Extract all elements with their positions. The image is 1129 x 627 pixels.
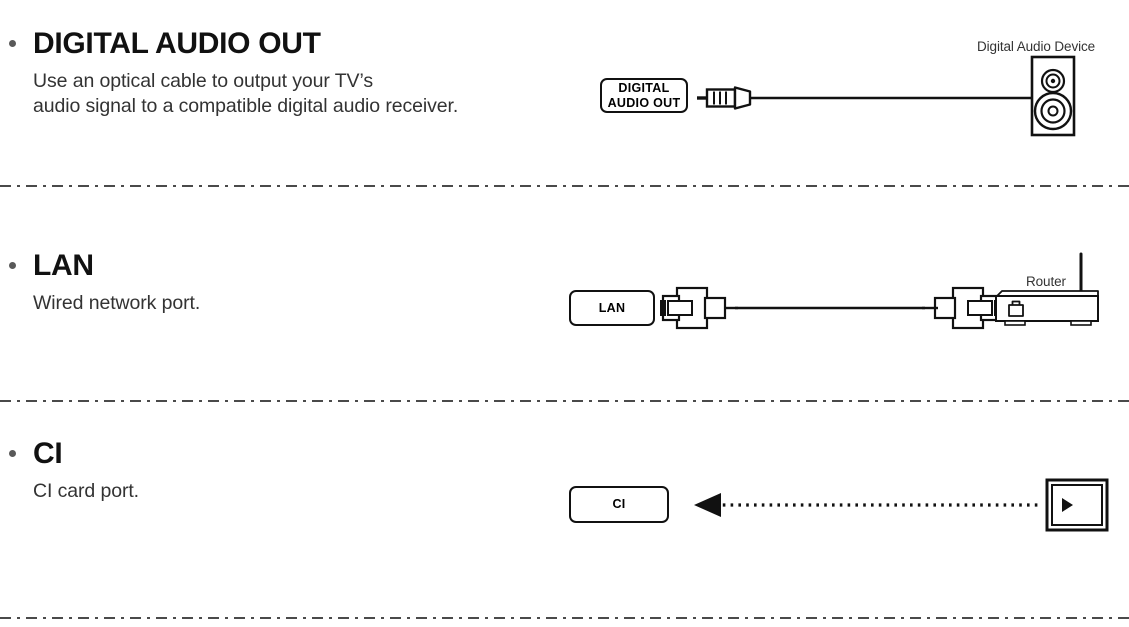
speaker-icon (1030, 55, 1076, 137)
device-label-digital-audio-device: Digital Audio Device (977, 39, 1095, 54)
digital-audio-out-diagram: DIGITAL AUDIO OUT Digital Audio Device (560, 28, 1129, 178)
digital-audio-out-description: Use an optical cable to output your TV’s… (33, 69, 580, 121)
lan-heading-row: LAN (0, 250, 580, 282)
description-line-2: audio signal to a compatible digital aud… (33, 95, 459, 118)
device-label-text: Router (1026, 274, 1066, 289)
port-box-label: DIGITAL AUDIO OUT (607, 80, 681, 110)
port-box-label: CI (612, 497, 626, 512)
digital-audio-out-heading-row: DIGITAL AUDIO OUT (0, 28, 580, 60)
bullet-icon (9, 40, 16, 48)
lan-cable-icon (660, 286, 1000, 330)
bullet-icon (9, 262, 16, 270)
separator-after-lan (0, 399, 1129, 402)
section-lan: LAN Wired network port. LAN Router (0, 250, 1129, 370)
lan-text-column: LAN Wired network port. (0, 250, 580, 316)
ci-diagram: CI (560, 438, 1129, 568)
page-title-digital-audio-out: DIGITAL AUDIO OUT (33, 27, 321, 60)
digital-audio-out-text-column: DIGITAL AUDIO OUT Use an optical cable t… (0, 28, 580, 120)
separator-after-digital-audio-out (0, 184, 1129, 187)
lan-description: Wired network port. (33, 291, 580, 317)
optical-cable-icon (697, 86, 1039, 110)
description-line-1: Wired network port. (33, 291, 201, 314)
lan-diagram: LAN Router (560, 250, 1129, 370)
description-line-1: Use an optical cable to output your TV’s (33, 69, 373, 92)
ci-card-icon (1045, 478, 1109, 532)
page-title-ci: CI (33, 437, 63, 470)
ci-heading-row: CI (0, 438, 580, 470)
device-label-router: Router (1026, 274, 1066, 289)
page-title-lan: LAN (33, 249, 94, 282)
device-label-text: Digital Audio Device (977, 39, 1096, 54)
router-icon (995, 252, 1099, 326)
port-box-label: LAN (598, 300, 626, 315)
description-line-1: CI card port. (33, 479, 139, 502)
separator-page-bottom (0, 616, 1129, 619)
port-box-lan: LAN (569, 290, 655, 326)
ci-text-column: CI CI card port. (0, 438, 580, 504)
bullet-icon (9, 450, 16, 458)
port-box-ci: CI (569, 486, 669, 523)
ci-description: CI card port. (33, 479, 580, 505)
section-ci: CI CI card port. CI (0, 438, 1129, 568)
port-box-digital-audio-out: DIGITAL AUDIO OUT (600, 78, 688, 113)
dotted-arrow-icon (694, 493, 1038, 517)
section-digital-audio-out: DIGITAL AUDIO OUT Use an optical cable t… (0, 28, 1129, 178)
